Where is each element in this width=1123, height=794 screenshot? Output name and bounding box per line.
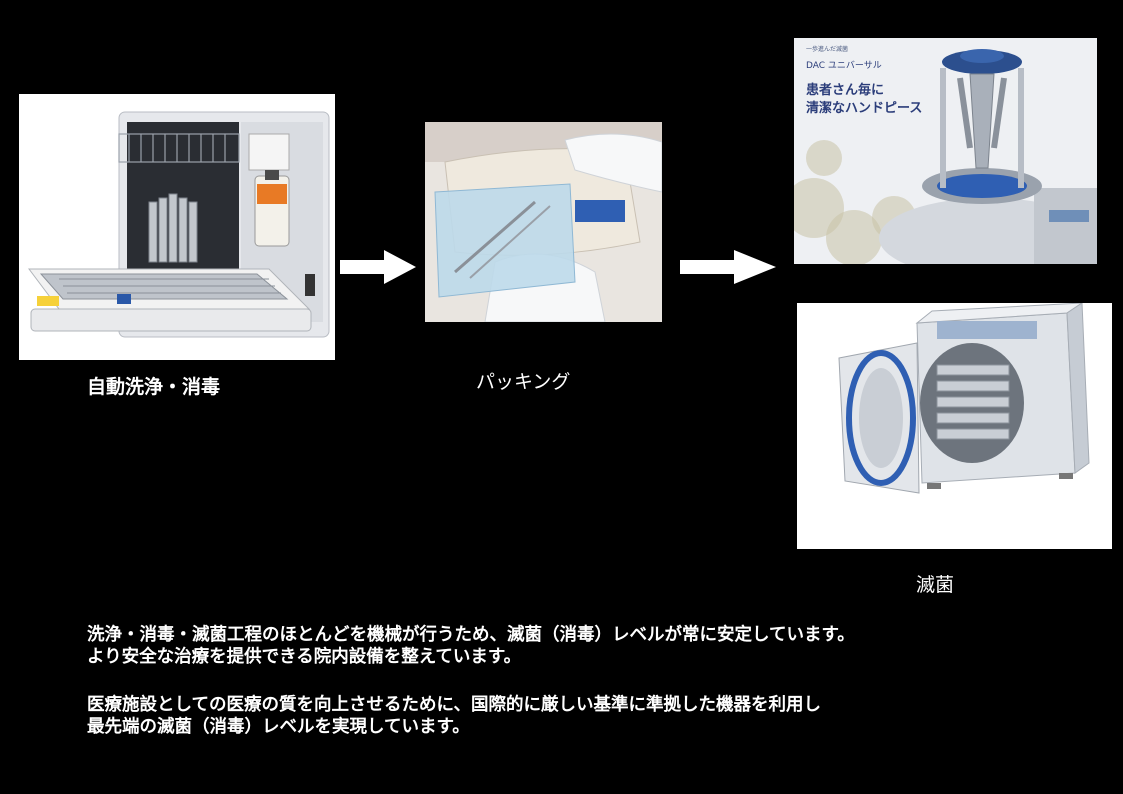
dac-universal-image: 一歩進んだ滅菌 DAC ユニバーサル 患者さん毎に 清潔なハンドピース (794, 38, 1097, 264)
right-arrow-icon (340, 250, 416, 284)
dac-tagline: 一歩進んだ滅菌 (806, 46, 849, 53)
caption-packing: パッキング (476, 371, 571, 393)
dac-universal-drawing (794, 38, 1097, 264)
caption-sterilization: 滅菌 (916, 574, 955, 596)
description-line: 医療施設としての医療の質を向上させるために、国際的に厳しい基準に準拠した機器を利… (87, 695, 821, 715)
caption-washing: 自動洗浄・消毒 (87, 376, 221, 398)
dac-brand-name: DAC ユニバーサル (806, 61, 882, 71)
description-line: より安全な治療を提供できる院内設備を整えています。 (87, 647, 522, 667)
description-line: 最先端の滅菌（消毒）レベルを実現しています。 (87, 717, 470, 737)
washer-disinfector-drawing (28, 111, 330, 338)
packing-image (425, 122, 662, 322)
dac-headline-line2: 清潔なハンドピース (806, 101, 923, 116)
description-line: 洗浄・消毒・滅菌工程のほとんどを機械が行うため、滅菌（消毒）レベルが常に安定して… (87, 625, 855, 645)
autoclave-image (797, 303, 1112, 549)
dac-headline: 患者さん毎に 清潔なハンドピース (806, 82, 922, 118)
description-paragraph-1: 洗浄・消毒・滅菌工程のほとんどを機械が行うため、滅菌（消毒）レベルが常に安定して… (87, 624, 855, 668)
dac-headline-line1: 患者さん毎に (806, 83, 885, 98)
packing-drawing (425, 122, 662, 322)
right-arrow-icon (680, 250, 776, 284)
description-paragraph-2: 医療施設としての医療の質を向上させるために、国際的に厳しい基準に準拠した機器を利… (87, 694, 821, 738)
washer-disinfector-image (19, 94, 335, 360)
autoclave-drawing (797, 303, 1112, 549)
